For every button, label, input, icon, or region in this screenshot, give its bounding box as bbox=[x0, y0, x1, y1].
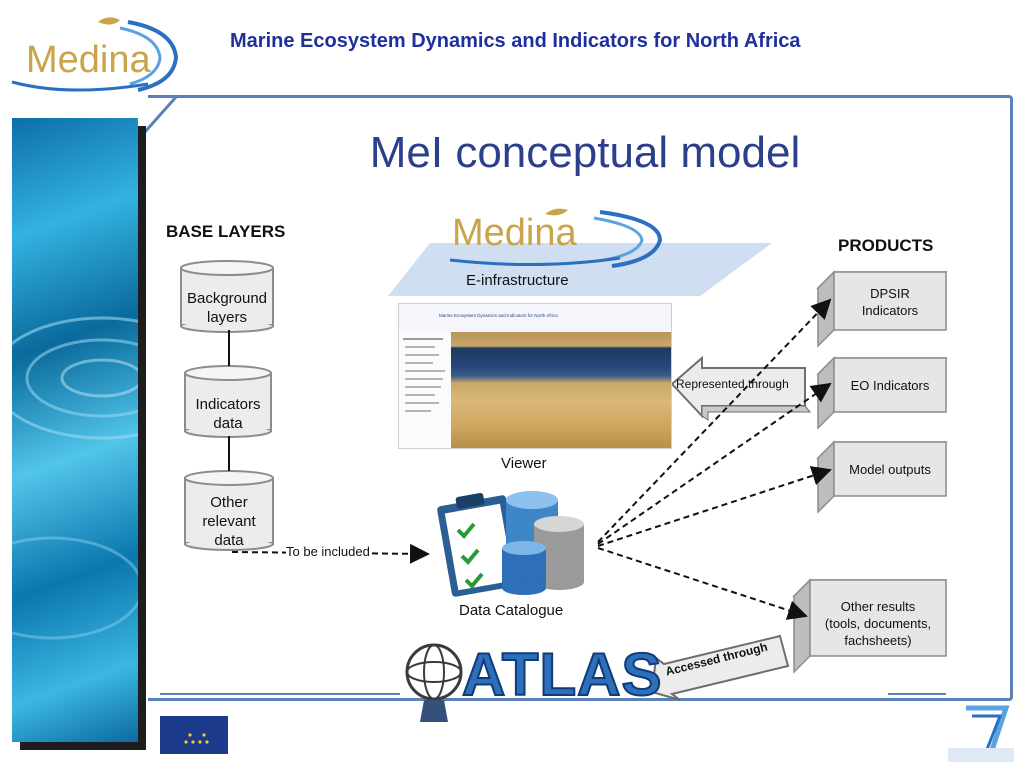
data-catalogue-label: Data Catalogue bbox=[459, 602, 564, 619]
viewer-label: Viewer bbox=[501, 455, 547, 472]
viewer-screenshot: Marine Ecosystem Dynamics and Indicators… bbox=[398, 303, 672, 449]
frame-corner bbox=[142, 96, 178, 134]
eu-flag-icon bbox=[160, 706, 228, 754]
e-infrastructure-label: E-infrastructure bbox=[466, 272, 569, 289]
product-box-model bbox=[816, 440, 948, 514]
logo-text: Medina bbox=[26, 39, 151, 81]
product-box-dpsir bbox=[816, 270, 948, 348]
arrow-to-other bbox=[597, 547, 808, 620]
arrow-to-eo bbox=[597, 382, 832, 545]
product-label-other: Other results (tools, documents, fachshe… bbox=[824, 599, 932, 648]
accessed-through-arrow bbox=[650, 634, 790, 701]
represented-through-arrow bbox=[670, 355, 812, 421]
clipboard-icon bbox=[437, 493, 521, 597]
products-label: PRODUCTS bbox=[838, 236, 934, 255]
medina-logo-icon: Medina bbox=[11, 17, 179, 92]
cylinder-other-relevant-data bbox=[184, 470, 274, 551]
arrow-to-dpsir bbox=[597, 298, 832, 543]
center-logo-text: Medina bbox=[452, 212, 577, 254]
cylinder-background-layers bbox=[180, 260, 274, 333]
to-be-included-arrow bbox=[231, 543, 430, 564]
water-image-strip bbox=[0, 118, 214, 742]
viewer-map-image bbox=[451, 332, 671, 448]
product-label-eo: EO Indicators bbox=[850, 378, 930, 393]
header-title: Marine Ecosystem Dynamics and Indicators… bbox=[230, 30, 801, 52]
fp7-logo-icon bbox=[948, 705, 1014, 762]
represented-through-label: Represented through bbox=[676, 377, 789, 391]
medina-logo: Medina bbox=[8, 12, 188, 92]
e-infrastructure-plane bbox=[388, 243, 772, 296]
viewer-layer-panel bbox=[399, 332, 452, 448]
cylinder-label-indicators: Indicators data bbox=[195, 396, 261, 432]
cylinder-label-background: Background layers bbox=[186, 290, 268, 326]
product-label-dpsir: DPSIR Indicators bbox=[861, 286, 919, 318]
cylinder-label-other: Other relevant data bbox=[202, 494, 256, 549]
database-icon bbox=[502, 491, 584, 595]
viewer-screenshot-title: Marine Ecosystem Dynamics and Indicators… bbox=[439, 313, 558, 318]
base-layers-label: BASE LAYERS bbox=[166, 222, 286, 241]
viewer-screenshot-header: Marine Ecosystem Dynamics and Indicators… bbox=[399, 304, 671, 333]
atlas-wordmark: ATLAS bbox=[461, 640, 663, 709]
center-medina-logo-icon bbox=[449, 208, 663, 268]
slide-frame bbox=[148, 95, 1013, 701]
product-box-other bbox=[792, 578, 948, 674]
cylinder-indicators-data bbox=[184, 365, 272, 438]
slide-title: MeI conceptual model bbox=[369, 128, 801, 177]
arrow-to-model bbox=[597, 466, 832, 547]
product-label-model: Model outputs bbox=[849, 462, 931, 477]
fish-icon bbox=[98, 17, 120, 25]
atlas-figure-icon bbox=[405, 643, 463, 722]
to-be-included-label: To be included bbox=[286, 544, 370, 559]
